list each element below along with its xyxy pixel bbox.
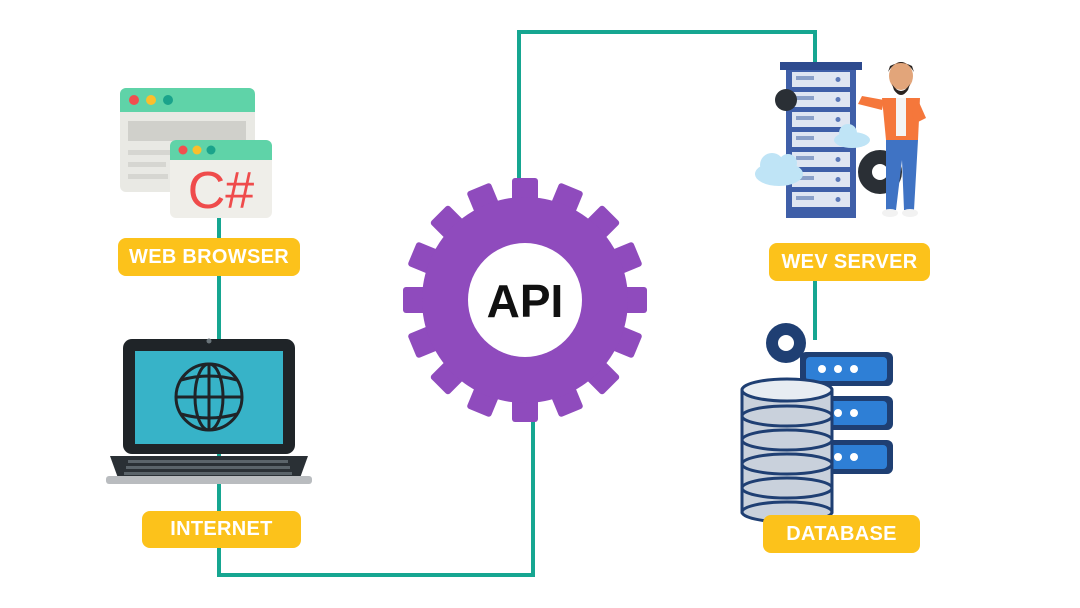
rack-unit-led [835, 117, 841, 122]
server-rack-icon [780, 62, 862, 218]
server-module-led [850, 453, 858, 461]
database-label: DATABASE [763, 515, 920, 553]
csharp-window-icon: C# [170, 140, 272, 220]
rack-unit [792, 152, 850, 167]
connector-api-server [517, 30, 817, 190]
api-label: API [487, 275, 564, 327]
server-module-led [834, 365, 842, 373]
internet-label: INTERNET [142, 511, 301, 548]
rack-unit-slot [796, 176, 814, 180]
rack-unit [792, 172, 850, 187]
cloud-icon [755, 124, 870, 186]
globe-icon [174, 362, 244, 432]
rack-unit-led [835, 97, 841, 102]
rack-unit-led [835, 177, 841, 182]
rack-unit [792, 112, 850, 127]
server-module-led [850, 409, 858, 417]
laptop-icon [106, 338, 312, 484]
rack-unit-slot [796, 76, 814, 80]
server-module-led [834, 409, 842, 417]
csharp-text: C# [188, 162, 255, 220]
server-module-face [806, 357, 887, 381]
rack-unit [792, 92, 850, 107]
rack-unit-slot [796, 136, 814, 140]
gear-icon: API [403, 178, 647, 422]
server-module-led [834, 453, 842, 461]
db-top [740, 377, 834, 403]
db-layer-bottom [740, 452, 834, 476]
rack-unit [792, 72, 850, 87]
rack-unit-slot [796, 96, 814, 100]
rack-unit-slot [796, 156, 814, 160]
web-browser-label: WEB BROWSER [118, 238, 300, 276]
server-module-led [818, 365, 826, 373]
web-server-label: WEV SERVER [769, 243, 930, 281]
rack-unit [792, 132, 850, 147]
person-icon [858, 62, 926, 217]
db-layer-bottom [740, 476, 834, 500]
rack-unit-led [835, 77, 841, 82]
rack-unit-led [835, 157, 841, 162]
db-layer-bottom [740, 428, 834, 452]
rack-unit-led [835, 197, 841, 202]
db-gear-icon [766, 323, 806, 363]
rack-unit [792, 192, 850, 207]
rack-unit-slot [796, 196, 814, 200]
server-module-led [850, 365, 858, 373]
db-layer-bottom [740, 404, 834, 428]
database-icon [740, 323, 893, 524]
rack-unit-slot [796, 116, 814, 120]
